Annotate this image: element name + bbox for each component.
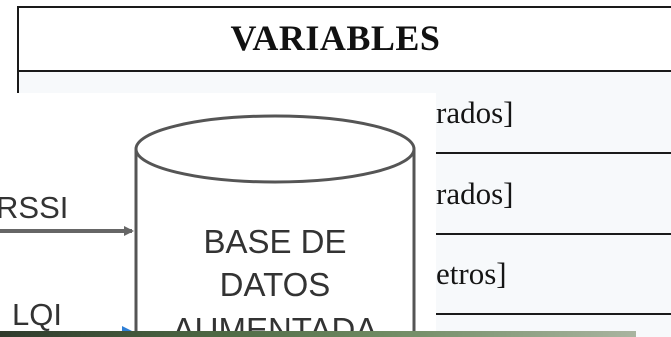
table-header-cell: [17, 6, 671, 72]
table-header: VARIABLES: [230, 18, 441, 58]
database-label-line-1: BASE DE: [203, 223, 346, 260]
table-row-unit: rados]: [436, 176, 514, 211]
rssi-label: RSSI: [0, 190, 68, 225]
lqi-label: LQI: [12, 297, 62, 332]
database-cylinder: [134, 114, 416, 335]
table-row-unit: etros]: [436, 256, 507, 291]
database-diagram: BASE DE DATOS AUMENTADA RSSI LQI: [0, 93, 436, 337]
bottom-photo-strip: [0, 331, 636, 337]
table-row-unit: rados]: [436, 95, 514, 130]
database-label-line-2: DATOS: [220, 266, 331, 303]
